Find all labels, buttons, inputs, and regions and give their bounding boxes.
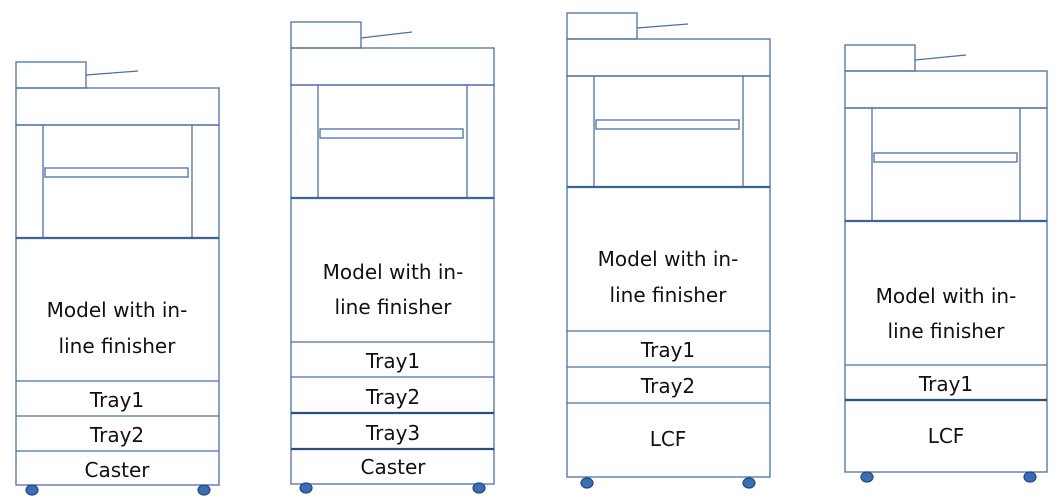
- cabinet: [566, 186, 771, 478]
- cabinet: [844, 220, 1048, 473]
- machine-label-line-2: line finisher: [59, 334, 177, 358]
- section-label-lcf: LCF: [650, 427, 687, 451]
- section-label-tray3: Tray3: [365, 421, 420, 445]
- machine-label-line-1: Model with in-: [876, 284, 1017, 308]
- feeder-output-tray: [85, 70, 139, 76]
- exit-tray: [319, 128, 464, 139]
- machine-3: Model with in- line finisher Tray1 Tray2…: [566, 12, 771, 489]
- section-label-tray1: Tray1: [918, 372, 973, 396]
- caster-wheel-left: [580, 477, 594, 489]
- section-label-tray2: Tray2: [89, 423, 144, 447]
- machine-4: Model with in- line finisher Tray1 LCF: [844, 44, 1048, 483]
- scanner-unit: [15, 87, 220, 126]
- caster-wheel-right: [197, 484, 211, 496]
- caster-wheel-right: [472, 482, 486, 494]
- machine-label-line-2: line finisher: [610, 283, 728, 307]
- caster-wheel-left: [25, 484, 39, 496]
- scanner-unit: [566, 38, 771, 77]
- document-feeder: [566, 12, 638, 40]
- caster-wheel-left: [860, 471, 874, 483]
- cabinet: [15, 237, 220, 486]
- machine-label-line-1: Model with in-: [47, 298, 188, 322]
- scanner-unit: [844, 70, 1048, 109]
- finisher-frame: [290, 84, 495, 199]
- cabinet: [290, 197, 495, 485]
- machine-label-line-1: Model with in-: [323, 260, 464, 284]
- section-label-tray2: Tray2: [640, 374, 695, 398]
- document-feeder: [844, 44, 916, 72]
- machine-1: Model with in- line finisher Tray1 Tray2…: [15, 61, 220, 496]
- caster-wheel-left: [299, 482, 313, 494]
- machine-label-line-2: line finisher: [335, 295, 453, 319]
- caster-wheel-right: [1023, 471, 1037, 483]
- section-label-tray2: Tray2: [365, 385, 420, 409]
- finisher-frame: [566, 75, 771, 188]
- scanner-unit: [290, 47, 495, 86]
- section-label-tray1: Tray1: [640, 338, 695, 362]
- exit-tray: [873, 152, 1018, 163]
- section-label-caster: Caster: [84, 458, 150, 482]
- exit-tray: [44, 167, 189, 178]
- section-label-caster: Caster: [360, 455, 426, 479]
- finisher-frame: [844, 107, 1048, 222]
- machine-label-line-2: line finisher: [888, 319, 1006, 343]
- feeder-output-tray: [914, 54, 967, 61]
- machine-2: Model with in- line finisher Tray1 Tray2…: [290, 21, 495, 494]
- exit-tray: [595, 119, 740, 130]
- finisher-frame: [15, 124, 220, 239]
- feeder-output-tray: [360, 31, 413, 39]
- caster-wheel-right: [742, 477, 756, 489]
- section-label-tray1: Tray1: [89, 388, 144, 412]
- machine-label-line-1: Model with in-: [598, 247, 739, 271]
- document-feeder: [290, 21, 362, 49]
- document-feeder: [15, 61, 87, 89]
- feeder-output-tray: [636, 23, 689, 29]
- section-label-lcf: LCF: [928, 424, 965, 448]
- section-label-tray1: Tray1: [365, 349, 420, 373]
